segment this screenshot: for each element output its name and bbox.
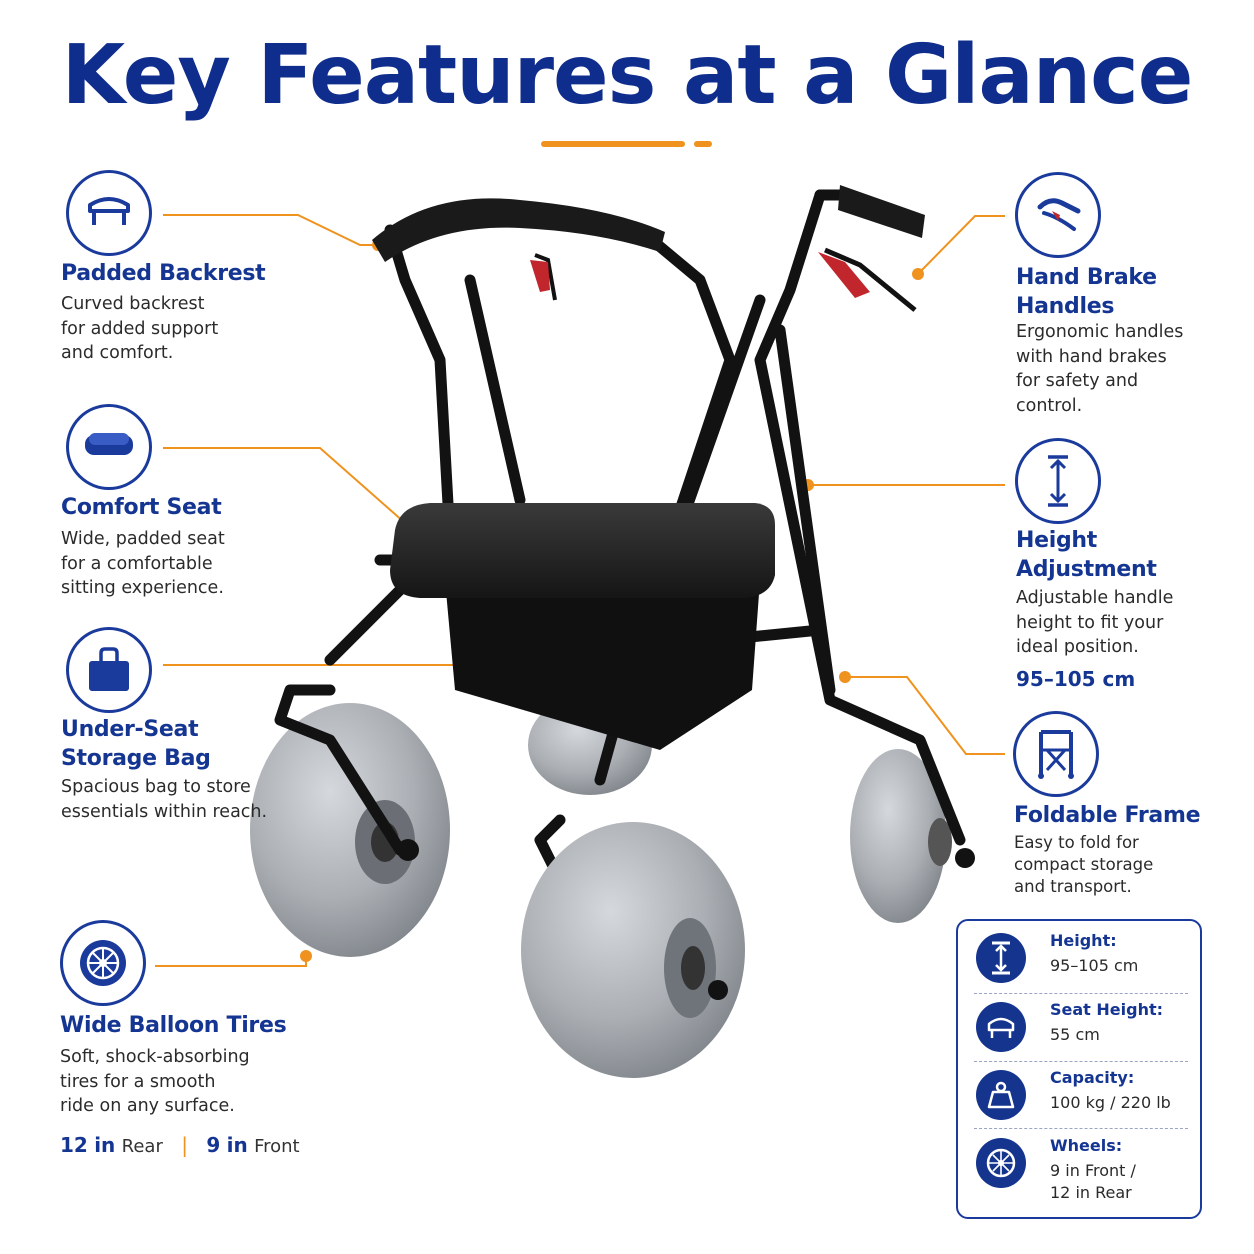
- spec-value: 55 cm: [1050, 1025, 1100, 1044]
- title-underline: [541, 141, 685, 147]
- spec-label: Height:: [1050, 931, 1117, 950]
- rear-size: 12: [60, 1133, 88, 1157]
- feature-title-tires: Wide Balloon Tires: [60, 1013, 287, 1038]
- feature-title-fold: Foldable Frame: [1014, 803, 1201, 828]
- spec-label: Seat Height:: [1050, 1000, 1164, 1019]
- front-left-wheel: [521, 822, 745, 1078]
- spec-row-capacity: Capacity: 100 kg / 220 lb: [972, 1062, 1188, 1124]
- spec-divider: [974, 993, 1188, 994]
- height-adjust-icon: [1015, 438, 1101, 524]
- spec-card: Height: 95–105 cm Seat Height: 55 cm Cap…: [956, 919, 1202, 1219]
- seat: [390, 503, 775, 598]
- feature-desc-height: Adjustable handle height to fit your ide…: [1016, 588, 1174, 657]
- feature-desc-seat: Wide, padded seat for a comfortable sitt…: [61, 529, 225, 598]
- spec-divider: [974, 1061, 1188, 1062]
- backrest-pad: [372, 198, 665, 262]
- spec-label: Capacity:: [1050, 1068, 1135, 1087]
- storage-bag: [445, 580, 760, 750]
- spec-value: 100 kg / 220 lb: [1050, 1093, 1171, 1112]
- wheel-icon: [976, 1138, 1026, 1188]
- weight-capacity-icon: [976, 1070, 1026, 1120]
- spec-row-wheels: Wheels: 9 in Front / 12 in Rear: [972, 1130, 1188, 1202]
- feature-desc-brakes: Ergonomic handles with hand brakes for s…: [1016, 322, 1184, 416]
- feature-desc-storage: Spacious bag to store essentials within …: [61, 777, 268, 822]
- seat-height-icon: [976, 1002, 1026, 1052]
- front-right-wheel: [850, 749, 952, 923]
- storage-bag-icon: [66, 627, 152, 713]
- spec-value: 9 in Front / 12 in Rear: [1050, 1161, 1136, 1202]
- brake-lever-right: [824, 247, 917, 312]
- feature-title-height: Height Adjustment: [1016, 528, 1157, 582]
- tire-icon: [60, 920, 146, 1006]
- front-size: 9: [206, 1133, 221, 1157]
- foldable-frame-icon: [1013, 711, 1099, 797]
- feature-title-backrest: Padded Backrest: [61, 261, 266, 286]
- page-title: Key Features at a Glance: [61, 28, 1194, 123]
- spec-divider: [974, 1128, 1188, 1129]
- height-range: 95–105 cm: [1016, 667, 1136, 691]
- feature-desc-tires: Soft, shock-absorbing tires for a smooth…: [60, 1047, 250, 1116]
- padded-backrest-icon: [66, 170, 152, 256]
- tire-sizes: 12 in Rear | 9 in Front: [60, 1133, 300, 1157]
- feature-desc-fold: Easy to fold for compact storage and tra…: [1014, 833, 1154, 896]
- rear-left-wheel: [250, 703, 450, 957]
- hand-grip: [838, 185, 925, 238]
- spec-value: 95–105 cm: [1050, 956, 1139, 975]
- height-icon: [976, 933, 1026, 983]
- spec-label: Wheels:: [1050, 1136, 1123, 1155]
- comfort-seat-icon: [66, 404, 152, 490]
- brake-lever-left: [534, 253, 557, 301]
- spec-row-seat-height: Seat Height: 55 cm: [972, 994, 1188, 1056]
- feature-title-brakes: Hand Brake Handles: [1016, 265, 1157, 319]
- title-underline-dash: [694, 141, 712, 147]
- spec-row-height: Height: 95–105 cm: [972, 925, 1188, 987]
- feature-desc-backrest: Curved backrest for added support and co…: [61, 294, 219, 363]
- feature-title-seat: Comfort Seat: [61, 495, 222, 520]
- tire-size-separator: |: [181, 1133, 188, 1157]
- feature-title-storage: Under-Seat Storage Bag: [61, 717, 211, 771]
- hand-brake-icon: [1015, 172, 1101, 258]
